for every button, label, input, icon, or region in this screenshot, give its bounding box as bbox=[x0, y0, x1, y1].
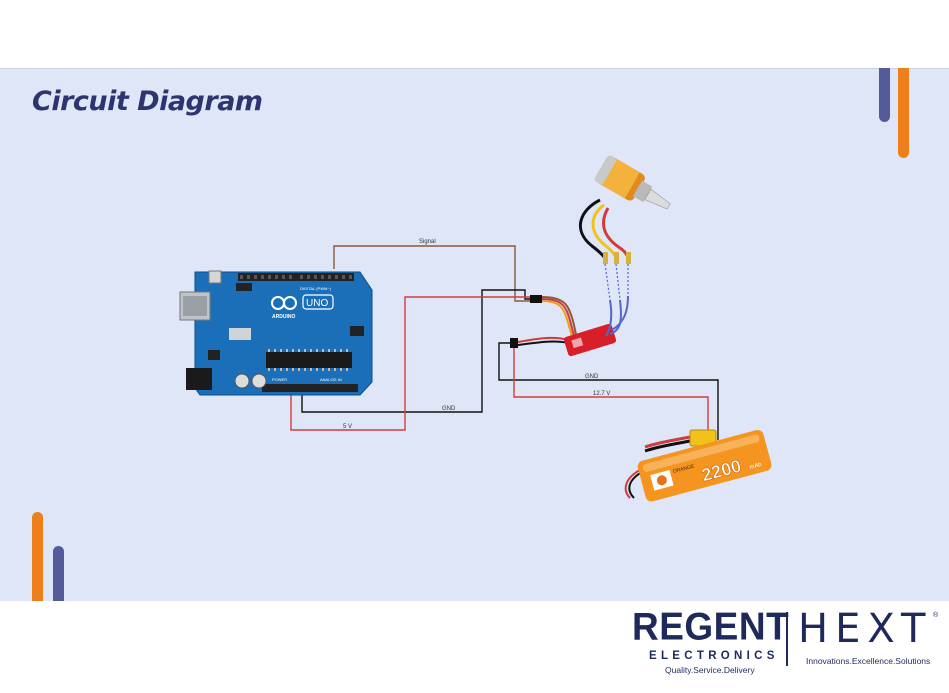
capacitor-2 bbox=[251, 373, 267, 389]
wires bbox=[290, 245, 719, 440]
regent-logo: REGENT bbox=[632, 604, 790, 648]
accent-bar-orange-top bbox=[898, 68, 909, 158]
gnd-wire-arduino bbox=[301, 289, 540, 413]
accent-bar-navy-bottom bbox=[53, 546, 64, 601]
signal-wire bbox=[333, 245, 540, 302]
battery-brand: ORANGE bbox=[672, 463, 695, 475]
servo-connector bbox=[530, 295, 579, 343]
lipo-battery: ORANGE 2200 mAh bbox=[624, 429, 772, 502]
five-volt-wire bbox=[290, 296, 540, 431]
gnd-battery-label: GND bbox=[585, 374, 599, 380]
arduino-uno-board: DIGITAL (PWM~) POWER ANALOG IN ARDUINO U… bbox=[179, 270, 373, 396]
dc-power-jack bbox=[186, 368, 212, 390]
logo-divider bbox=[786, 612, 788, 666]
esc-controller bbox=[510, 295, 629, 357]
page-title: Circuit Diagram bbox=[32, 86, 263, 117]
content-panel bbox=[0, 68, 949, 602]
digital-header-label: DIGITAL (PWM~) bbox=[300, 286, 332, 291]
regent-tagline: Quality.Service.Delivery bbox=[665, 665, 755, 675]
accent-bar-navy-top bbox=[879, 68, 890, 122]
regent-subtitle: ELECTRONICS bbox=[649, 650, 779, 662]
arduino-brand: ARDUINO bbox=[272, 314, 295, 320]
analog-header-label: ANALOG IN bbox=[320, 377, 342, 382]
arduino-logo-icon bbox=[271, 296, 297, 310]
accent-bar-orange-bottom bbox=[32, 512, 43, 601]
five-volt-label: 5 V bbox=[343, 424, 352, 430]
gnd-wire-battery bbox=[498, 342, 719, 440]
battery-voltage-label: 12.7 V bbox=[593, 391, 610, 397]
brushless-motor bbox=[579, 155, 671, 301]
microcontroller-chip bbox=[266, 352, 352, 368]
battery-unit: mAh bbox=[749, 462, 762, 471]
battery-voltage-wire bbox=[513, 345, 709, 440]
power-header-label: POWER bbox=[272, 377, 287, 382]
registered-mark: ® bbox=[933, 612, 939, 619]
hext-logo: HEXT bbox=[798, 606, 933, 652]
capacitor-1 bbox=[234, 373, 250, 389]
footer bbox=[0, 601, 949, 693]
hext-tagline: Innovations.Excellence.Solutions bbox=[806, 656, 931, 666]
arduino-model: UNO bbox=[306, 298, 328, 309]
gnd-arduino-label: GND bbox=[442, 406, 456, 412]
signal-wire-label: Signal bbox=[419, 239, 436, 245]
